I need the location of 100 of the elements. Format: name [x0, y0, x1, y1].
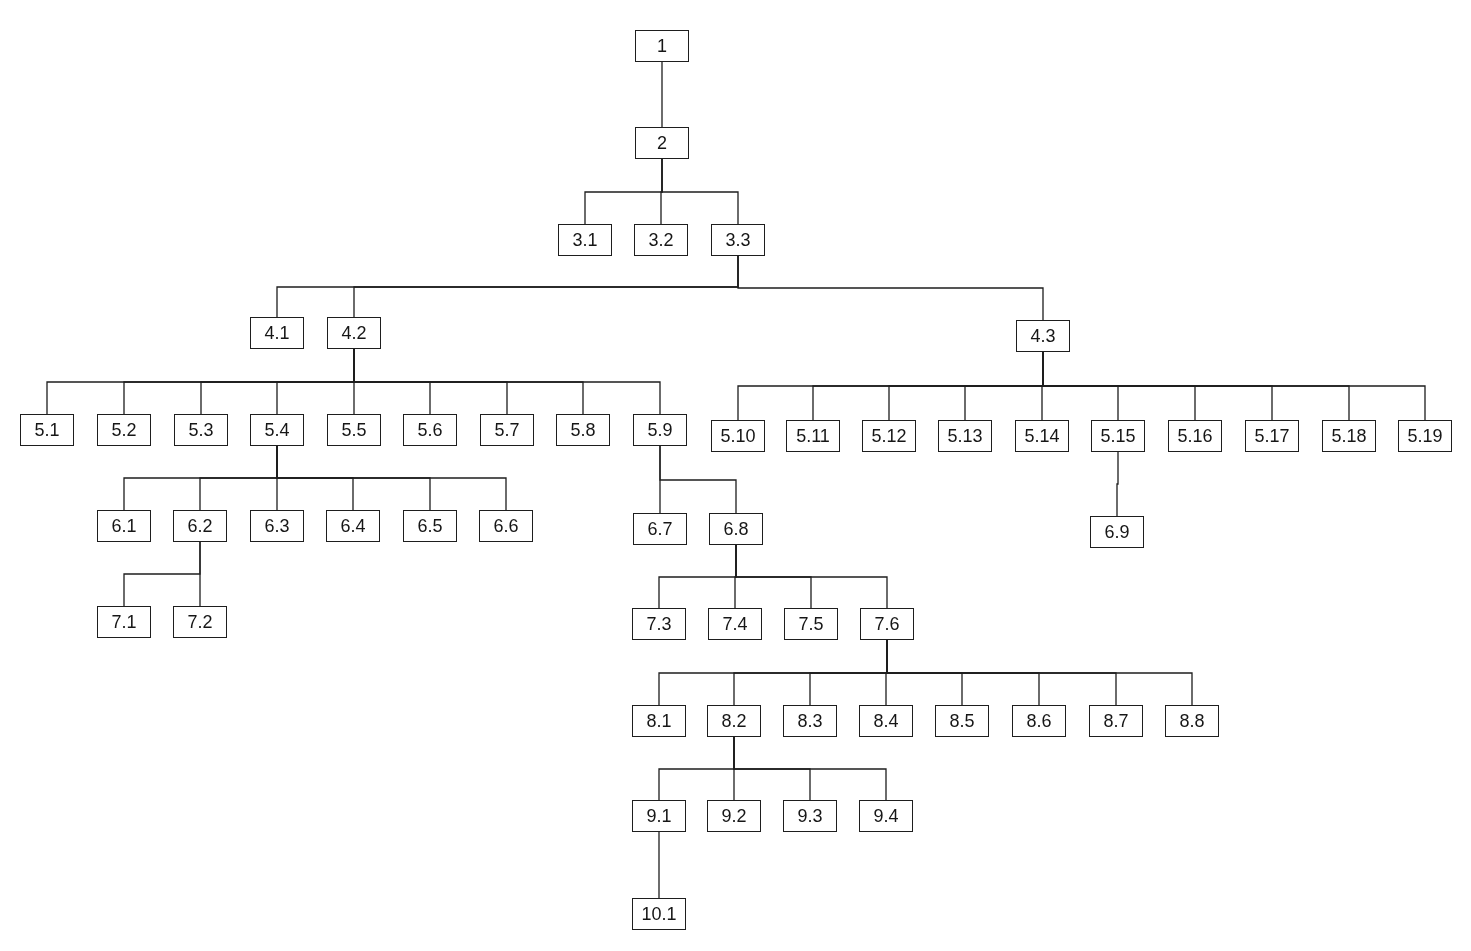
node-number: 5.14 [1024, 426, 1060, 446]
node-number: 6.8 [723, 519, 749, 539]
hierarchy-box [635, 127, 689, 159]
hierarchy-box [632, 705, 686, 737]
node-number: 8.2 [721, 711, 747, 731]
node-number: 5.9 [647, 420, 673, 440]
hierarchy-box [935, 705, 989, 737]
hierarchy-box [327, 414, 381, 446]
hierarchy-box [635, 30, 689, 62]
node-number: 4.1 [264, 323, 290, 343]
connector-line [661, 158, 739, 225]
connector-line [659, 445, 737, 514]
node-number: 5.11 [796, 426, 830, 446]
hierarchy-box [1091, 420, 1145, 452]
node-number: 7.6 [874, 614, 900, 634]
node-number: 6.5 [417, 516, 443, 536]
node-number: 6.7 [647, 519, 673, 539]
connector-line [661, 61, 663, 128]
node-number: 6.1 [111, 516, 137, 536]
node-number: 5.16 [1177, 426, 1213, 446]
node-number: 5.8 [570, 420, 596, 440]
node-number: 6.9 [1104, 522, 1130, 542]
node-number: 8.5 [949, 711, 975, 731]
hierarchy-box [250, 510, 304, 542]
hierarchy-box [1398, 420, 1452, 452]
hierarchy-box [709, 513, 763, 545]
hierarchy-box [479, 510, 533, 542]
hierarchy-box [632, 800, 686, 832]
hierarchy-box [1245, 420, 1299, 452]
node-number: 5.6 [417, 420, 443, 440]
hierarchy-box [711, 420, 765, 452]
hierarchy-box [97, 606, 151, 638]
connector-line [1116, 451, 1119, 517]
hierarchy-box [97, 414, 151, 446]
hierarchy-box [633, 513, 687, 545]
connector-line [737, 255, 1044, 321]
hierarchy-box [558, 224, 612, 256]
hierarchy-box [403, 414, 457, 446]
hierarchy-box [173, 606, 227, 638]
hierarchy-box [633, 414, 687, 446]
node-number: 5.12 [871, 426, 907, 446]
hierarchy-box [250, 317, 304, 349]
node-number: 8.8 [1179, 711, 1205, 731]
node-number: 10.1 [641, 904, 677, 924]
node-number: 3.1 [572, 230, 598, 250]
node-number: 5.10 [720, 426, 756, 446]
node-number: 2 [657, 133, 667, 153]
connector-line [276, 445, 507, 511]
hierarchy-box [859, 705, 913, 737]
node-number: 5.18 [1331, 426, 1367, 446]
node-number: 6.3 [264, 516, 290, 536]
connector-line [199, 541, 201, 607]
hierarchy-box [860, 608, 914, 640]
node-number: 3.3 [725, 230, 751, 250]
node-number: 5.3 [188, 420, 214, 440]
hierarchy-box [327, 317, 381, 349]
node-number: 9.4 [873, 806, 899, 826]
hierarchy-box [1016, 320, 1070, 352]
hierarchy-box [783, 800, 837, 832]
node-number: 7.2 [187, 612, 213, 632]
hierarchy-box [174, 414, 228, 446]
connector-line [735, 544, 888, 609]
hierarchy-box [20, 414, 74, 446]
connector-line [658, 831, 660, 899]
node-number: 8.7 [1103, 711, 1129, 731]
hierarchy-box [862, 420, 916, 452]
hierarchy-box [1165, 705, 1219, 737]
hierarchy-box [938, 420, 992, 452]
node-number: 8.4 [873, 711, 899, 731]
node-number: 4.2 [341, 323, 367, 343]
node-number: 1 [657, 36, 667, 56]
node-number: 5.13 [947, 426, 983, 446]
node-number: 6.2 [187, 516, 213, 536]
hierarchy-box [711, 224, 765, 256]
hierarchy-box [707, 800, 761, 832]
node-number: 4.3 [1030, 326, 1056, 346]
hierarchy-box [783, 705, 837, 737]
hierarchy-box [707, 705, 761, 737]
hierarchy-box [480, 414, 534, 446]
hierarchy-box [1089, 705, 1143, 737]
node-number: 5.2 [111, 420, 137, 440]
node-number: 8.6 [1026, 711, 1052, 731]
hierarchy-box [634, 224, 688, 256]
hierarchy-box [632, 608, 686, 640]
hierarchy-box [859, 800, 913, 832]
hierarchy-box [250, 414, 304, 446]
hierarchy-box [784, 608, 838, 640]
node-number: 5.5 [341, 420, 367, 440]
node-number: 5.17 [1254, 426, 1290, 446]
hierarchy-box [1090, 516, 1144, 548]
node-number: 5.15 [1100, 426, 1136, 446]
node-number: 5.7 [494, 420, 520, 440]
node-number: 7.4 [722, 614, 748, 634]
node-number: 5.1 [34, 420, 60, 440]
hierarchy-box [326, 510, 380, 542]
node-number: 9.1 [646, 806, 672, 826]
node-number: 9.2 [721, 806, 747, 826]
node-number: 6.6 [493, 516, 519, 536]
hierarchy-box [1322, 420, 1376, 452]
hierarchy-box [173, 510, 227, 542]
